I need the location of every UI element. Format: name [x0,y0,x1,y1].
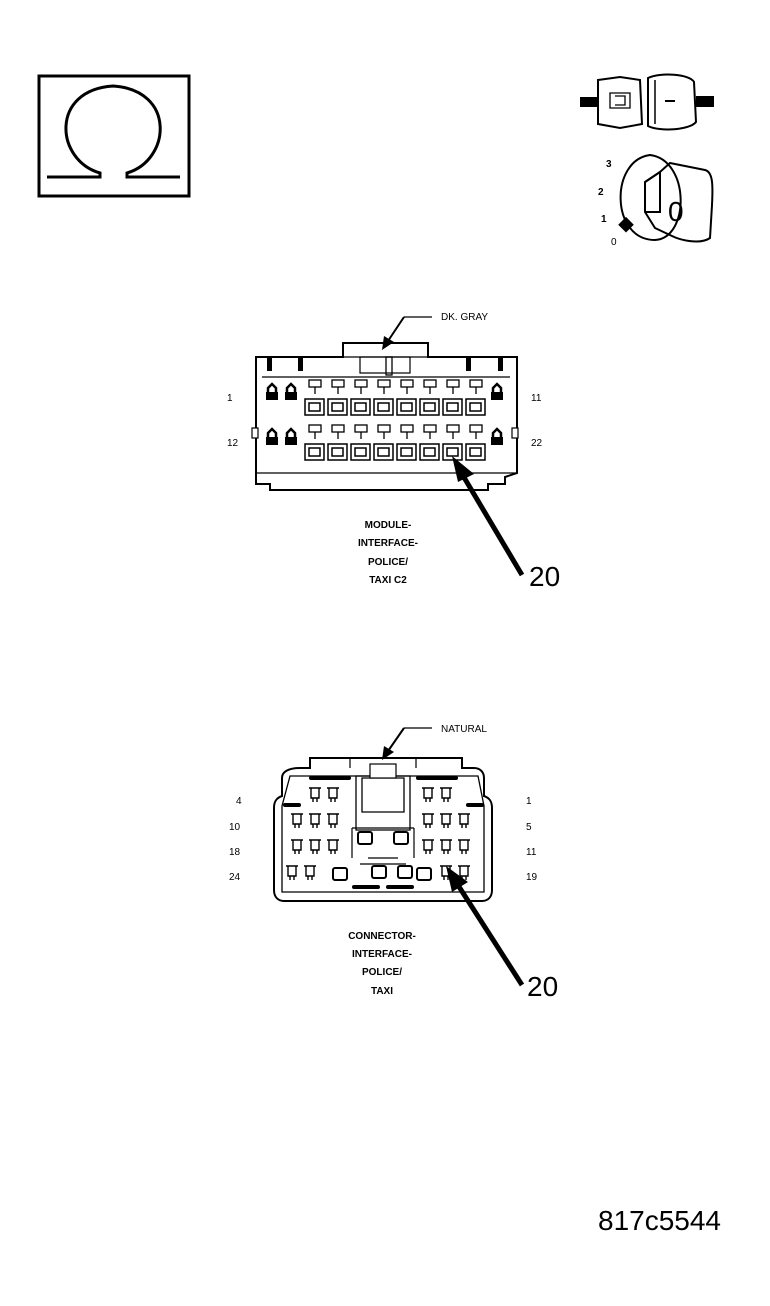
taxi-pin-cavity [440,813,452,828]
taxi-pin-4-label: 4 [236,796,242,807]
taxi-square-cavity [416,867,432,881]
ignition-position-3: 3 [606,159,612,170]
connector-taxi: NATURAL 4 10 18 24 1 5 11 19 20 CONNEC [229,724,558,1002]
taxi-locator-bars [283,776,484,889]
c2-name-line-4: TAXI C2 [369,575,407,586]
taxi-pin-cavity [309,839,321,854]
c2-pin-cavity [419,424,440,461]
taxi-square-cavity [371,865,387,879]
taxi-callout-number: 20 [527,971,558,1002]
taxi-pin-18-label: 18 [229,847,241,858]
taxi-square-cavity [332,867,348,881]
taxi-pin-cavity [458,839,470,854]
c2-pin-1-label: 1 [227,393,233,404]
ignition-key-icon: 3 2 1 0 0 [598,153,714,248]
taxi-square-cavity [357,831,373,845]
c2-latch-cavity [491,427,503,445]
taxi-pin-cavity [286,865,298,880]
taxi-square-cavity [397,865,413,879]
c2-top-ribs [267,357,503,371]
ignition-position-2: 2 [598,187,604,198]
c2-pin-cavity [465,424,486,461]
ohmmeter-icon [37,74,191,198]
taxi-pin-cavity [291,813,303,828]
taxi-pin-1-label: 1 [526,796,532,807]
c2-pin-cavity [304,424,325,461]
c2-pin-cavity [442,424,463,461]
c2-pin-cavity [419,379,440,416]
connector-c2: DK. GRAY 1 11 12 22 20 MODULE- INTERFACE… [227,312,560,592]
c2-callout-number: 20 [529,561,560,592]
c2-latch-cavity [285,382,297,400]
taxi-pin-19-label: 19 [526,872,538,883]
taxi-pin-11-label: 11 [526,847,537,858]
c2-pin-cavity [465,379,486,416]
taxi-pin-cavity [458,813,470,828]
taxi-pin-cavity [327,787,339,802]
c2-pin-cavity [327,424,348,461]
taxi-pin-cavity [304,865,316,880]
taxi-pin-cavity [309,787,321,802]
taxi-pin-cavity [327,813,339,828]
c2-pin-cavity [304,379,325,416]
taxi-pin-cavity [309,813,321,828]
c2-name-line-1: MODULE- [365,520,412,531]
c2-pin-cavity [442,379,463,416]
ignition-position-0: 0 [611,237,617,248]
taxi-pin-cavity [440,839,452,854]
taxi-pin-24-label: 24 [229,872,241,883]
taxi-name-line-4: TAXI [371,986,393,997]
taxi-name-line-2: INTERFACE- [352,949,412,960]
figure-id: 817c5544 [598,1205,721,1236]
c2-pin-cavity [327,379,348,416]
ignition-position-1: 1 [601,214,607,225]
taxi-pin-cavity [422,839,434,854]
c2-name-line-3: POLICE/ [368,557,408,568]
connector-icon [580,73,714,131]
c2-pin-cavity [350,379,371,416]
c2-latch-cavity [266,427,278,445]
taxi-pin-cavity [458,865,470,880]
taxi-square-cavity [393,831,409,845]
c2-pin-cavity [396,424,417,461]
taxi-pin-5-label: 5 [526,822,532,833]
c2-name-line-2: INTERFACE- [358,538,418,549]
key-position-label: 0 [668,196,684,227]
taxi-pin-cavity [440,787,452,802]
c2-pin-cavity [373,379,394,416]
taxi-name-line-1: CONNECTOR- [348,931,416,942]
c2-latch-cavity [285,427,297,445]
c2-pin-22-label: 22 [531,438,543,449]
taxi-pin-cavity [291,839,303,854]
c2-wire-color-label: DK. GRAY [441,312,488,323]
c2-pin-cavity [373,424,394,461]
taxi-wire-color-label: NATURAL [441,724,487,735]
c2-latch-cavity [491,382,503,400]
c2-pin-12-label: 12 [227,438,239,449]
taxi-pin-cavity [422,813,434,828]
taxi-pin-cavity [422,787,434,802]
taxi-pin-10-label: 10 [229,822,241,833]
c2-latch-cavity [266,382,278,400]
taxi-name-line-3: POLICE/ [362,967,402,978]
c2-pin-cavity [350,424,371,461]
taxi-pin-cavity [327,839,339,854]
c2-pin-11-label: 11 [531,393,542,404]
c2-pin-cavity [396,379,417,416]
